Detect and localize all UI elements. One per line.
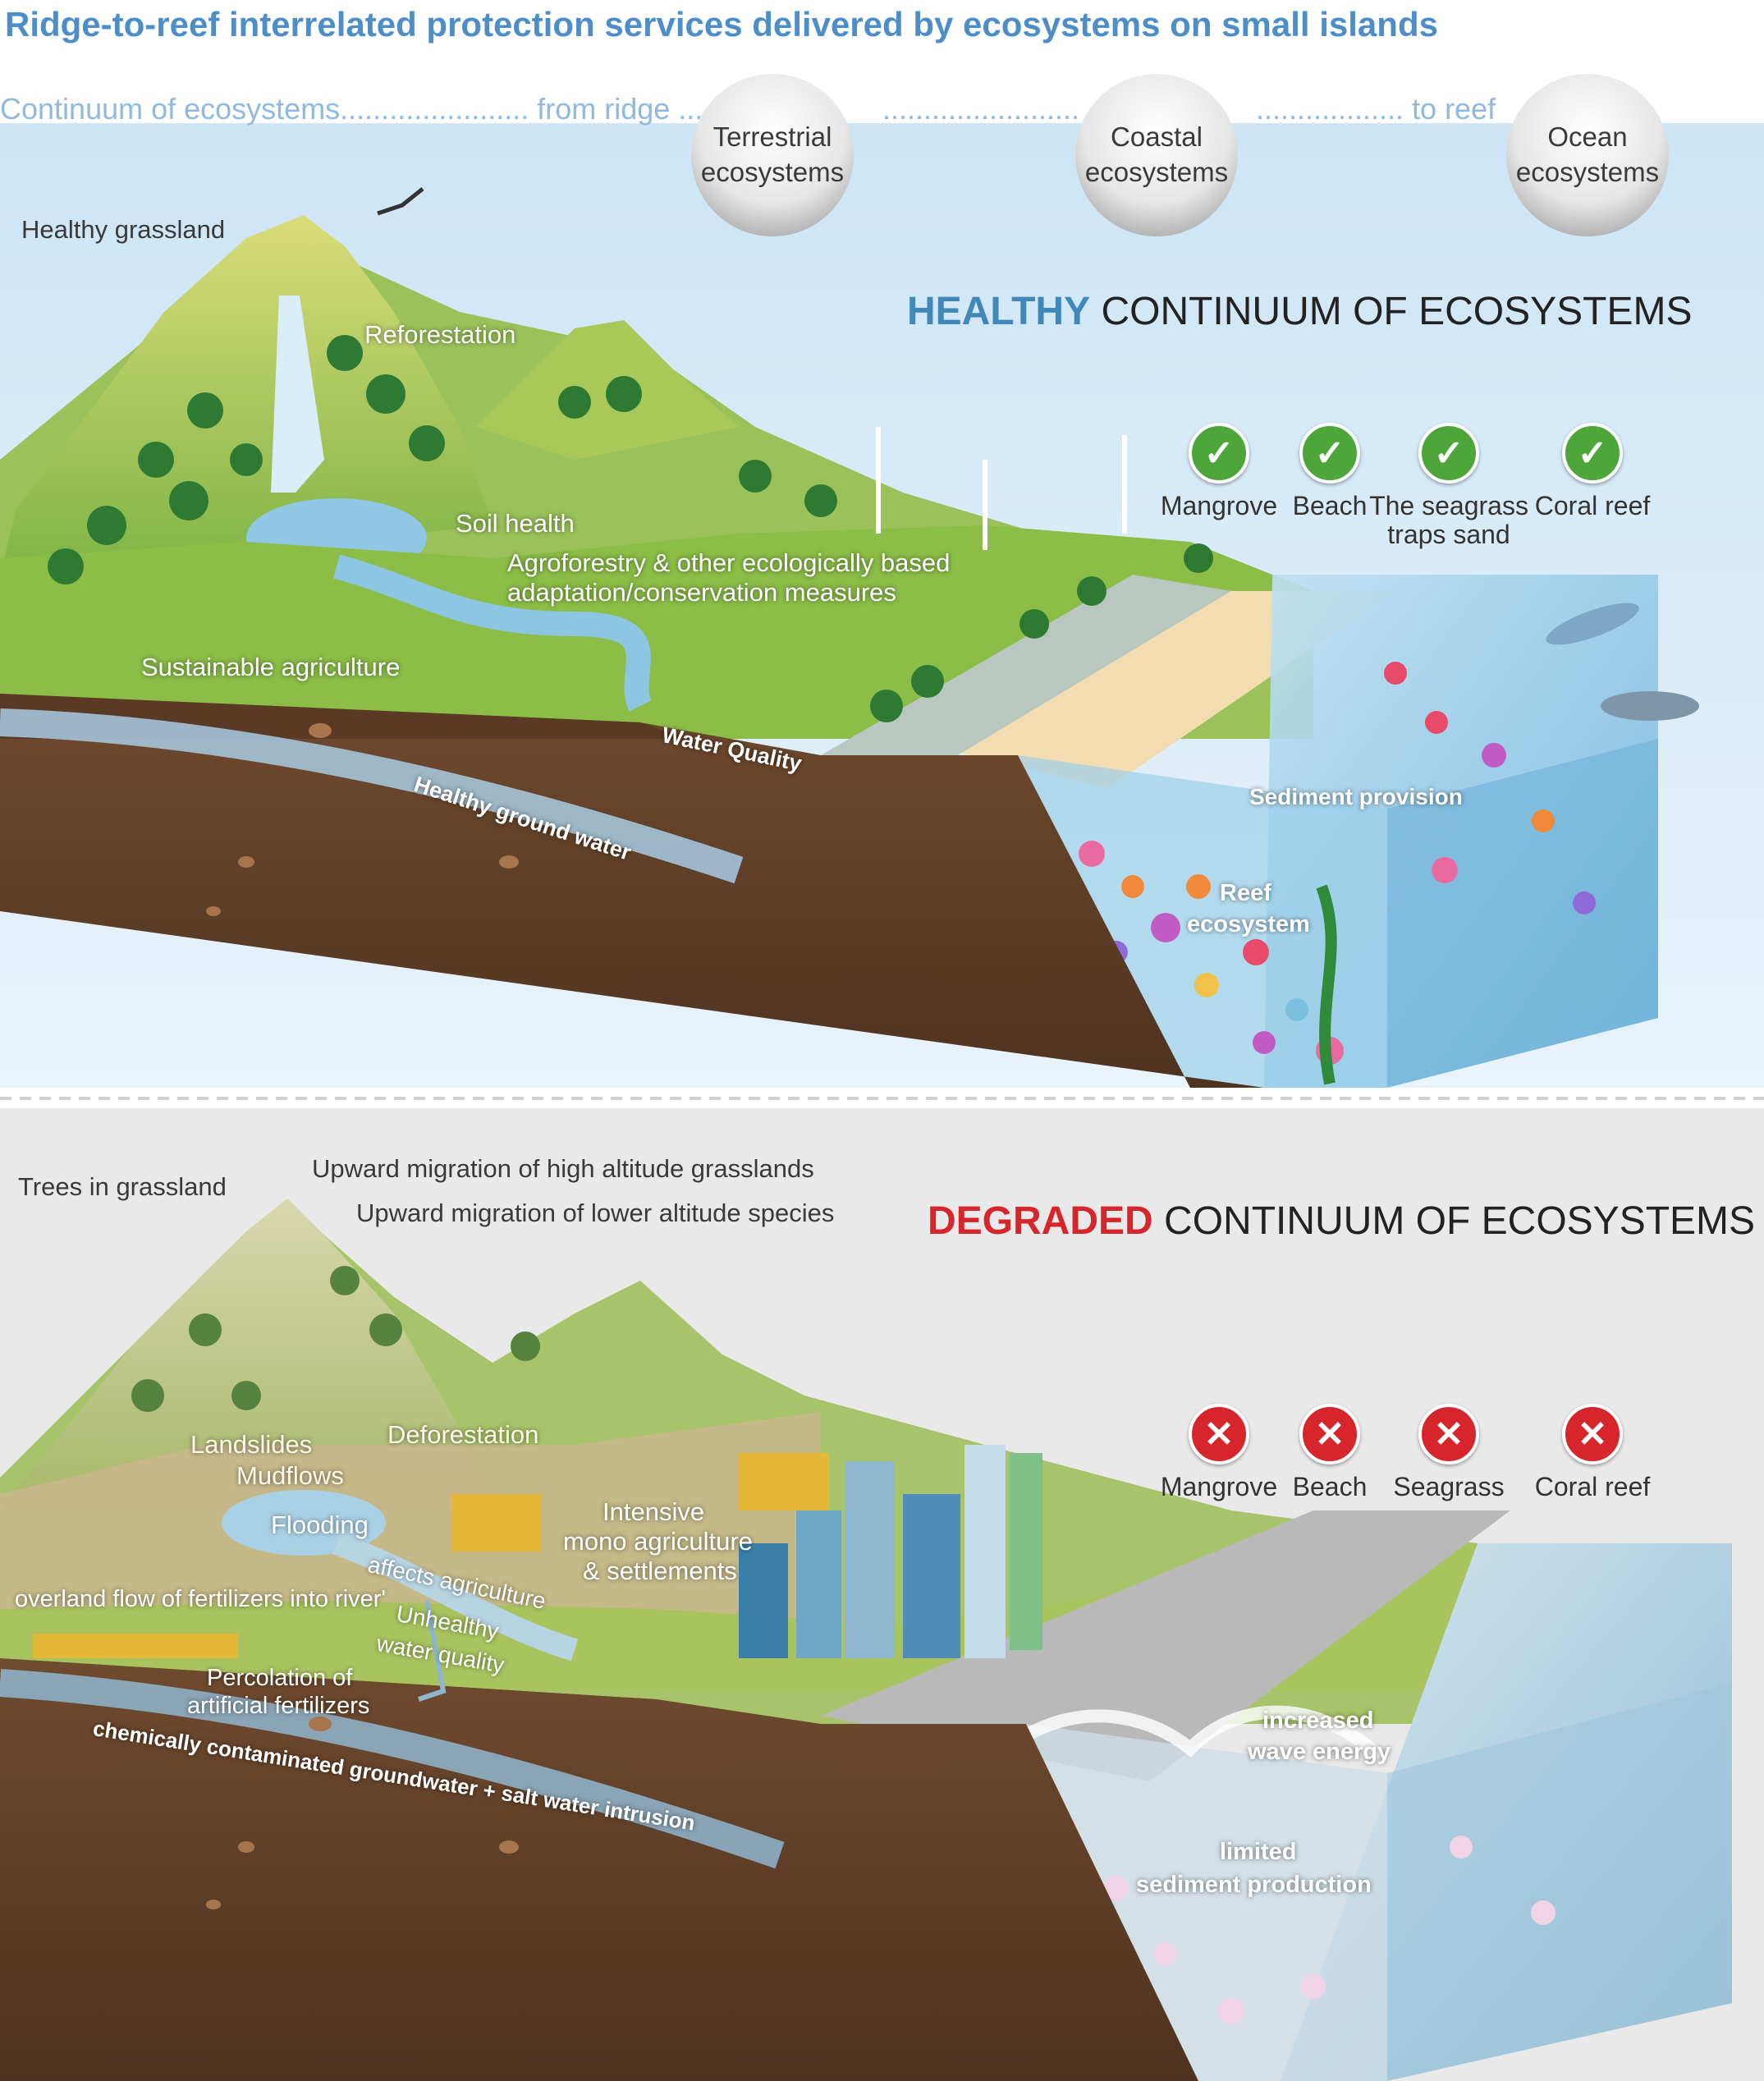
terrestrial-ecosystems-badge: Terrestrial ecosystems [691,74,854,236]
healthy-status-seagrass: ✓ The seagrass traps sand [1359,423,1539,549]
dolphin [1546,603,1639,645]
check-icon: ✓ [1562,423,1623,484]
label-agroforestry-2: adaptation/conservation measures [507,578,896,607]
main-title: Ridge-to-reef interrelated protection se… [5,5,1438,44]
label-limited-2: sediment production [1136,1872,1372,1898]
label-limited-1: limited [1220,1839,1297,1865]
healthy-status-coral-reef: ✓ Coral reef [1502,423,1683,520]
degraded-soil [0,1658,1198,2081]
label-percolation-1: Percolation of [207,1665,353,1691]
waves [1014,1705,1384,1762]
cross-icon: ✕ [1562,1404,1623,1464]
label-intensive-3: & settlements [583,1556,737,1585]
contaminated-groundwater [0,1669,785,1869]
label-reef-1: Reef [1220,880,1271,906]
healthy-mountain [0,215,493,575]
label-soil-health: Soil health [456,509,575,538]
cross-icon: ✕ [1189,1404,1249,1464]
mono-agriculture [33,1453,829,1658]
label-percolation-2: artificial fertilizers [187,1693,370,1719]
waterfall [271,296,324,493]
label-intensive-2: mono agriculture [563,1527,753,1556]
label-deforestation: Deforestation [387,1420,539,1449]
degraded-mudflat [821,1510,1510,1781]
label-upward-lower: Upward migration of lower altitude speci… [356,1199,835,1227]
cross-icon: ✕ [1418,1404,1479,1464]
label-flooding: Flooding [271,1510,369,1539]
healthy-groundwater [0,708,744,884]
bird-icon [377,187,424,216]
degraded-forest [131,1266,540,1412]
degraded-status-seagrass: ✕ Seagrass [1359,1404,1539,1501]
degraded-river [332,1532,579,1662]
degraded-sea-side [1387,1683,1732,2081]
label-trees-in-grassland: Trees in grassland [18,1172,227,1201]
landslide-area [0,1412,821,1642]
label-sediment-provision: Sediment provision [1249,784,1463,809]
label-sustainable-agriculture: Sustainable agriculture [141,653,401,681]
bleached-coral [1104,1836,1556,2024]
percolation-arrow [418,1600,447,1702]
healthy-mudflat [821,575,1231,788]
healthy-forest [48,335,1213,722]
degraded-sea-front [1026,1724,1387,2081]
ocean-ecosystems-badge: Ocean ecosystems [1506,74,1669,236]
healthy-status-beach: ✓ Beach [1239,423,1420,520]
check-icon: ✓ [1299,423,1360,484]
cross-icon: ✕ [1299,1404,1360,1464]
label-landslides: Landslides [190,1430,313,1459]
label-agroforestry-1: Agroforestry & other ecologically based [507,548,951,577]
label-wave-1: increased [1262,1707,1374,1734]
seaweed [1316,884,1337,1085]
healthy-soil [0,694,1264,1088]
healthy-sea-side [1387,739,1658,1088]
healthy-river [333,554,653,712]
check-icon: ✓ [1189,423,1249,484]
label-mudflows: Mudflows [236,1461,344,1490]
degraded-mountain [0,1199,493,1510]
coastal-ecosystems-badge: Coastal ecosystems [1075,74,1238,236]
label-intensive-1: Intensive [603,1497,705,1526]
soil-pebbles [206,723,519,916]
label-upward-high: Upward migration of high altitude grassl… [312,1154,814,1183]
label-wave-2: wave energy [1248,1739,1391,1765]
shark [1601,691,1699,721]
label-reforestation: Reforestation [364,320,516,349]
label-reef-2: ecosystem [1187,911,1310,937]
label-overland-flow: overland flow of fertilizers into river' [15,1586,386,1612]
degraded-heading: DEGRADED CONTINUUM OF ECOSYSTEMS [928,1199,1756,1243]
degraded-status-beach: ✕ Beach [1239,1404,1420,1501]
check-icon: ✓ [1418,423,1479,484]
wind-turbines [876,427,1127,550]
continuum-label-reef: .................. to reef [1256,92,1496,126]
label-healthy-grassland: Healthy grassland [21,215,226,244]
continuum-dots: ........................ [882,92,1080,126]
healthy-heading: HEALTHY CONTINUUM OF ECOSYSTEMS [907,290,1693,333]
city-buildings [739,1445,1042,1658]
continuum-label-ridge: Continuum of ecosystems.................… [0,92,720,126]
degraded-status-coral-reef: ✕ Coral reef [1502,1404,1683,1501]
degraded-status-mangrove: ✕ Mangrove [1129,1404,1309,1501]
soil-pebbles-degraded [206,1717,519,1909]
healthy-status-mangrove: ✓ Mangrove [1129,423,1309,520]
